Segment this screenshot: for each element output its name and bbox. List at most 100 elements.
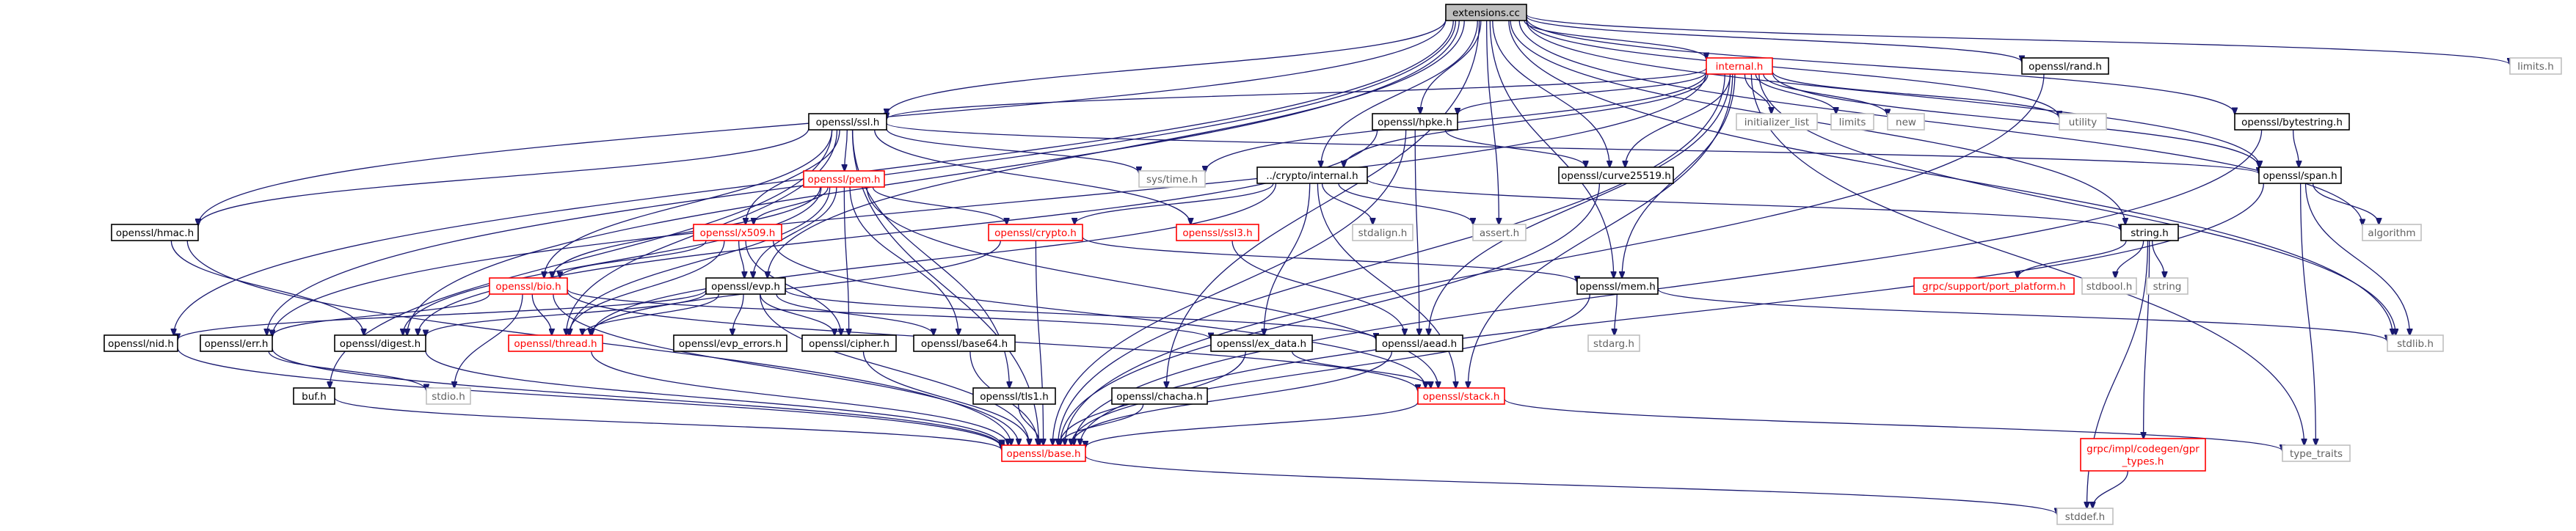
node-label: initializer_list: [1744, 117, 1809, 128]
edge-extensions_cc-to-openssl_digest_h: [407, 20, 1460, 335]
node-internal-h[interactable]: internal.h: [1706, 57, 1773, 75]
node-label: limits.h: [2517, 61, 2554, 73]
edge-internal_h-to-openssl_ssl_h: [887, 67, 1707, 120]
node-box: [200, 334, 273, 352]
edge-crypto_internal_h-to-openssl_stack_h: [1317, 183, 1455, 388]
node-buf-h[interactable]: buf.h: [293, 387, 335, 405]
node-openssl-x509-h[interactable]: openssl/x509.h: [693, 224, 782, 241]
node-box: [1830, 113, 1874, 131]
node-label: openssl/nid.h: [108, 338, 174, 350]
edge-openssl_ssl_h-to-openssl_base_h: [851, 129, 1038, 445]
node-openssl-digest-h[interactable]: openssl/digest.h: [334, 334, 426, 352]
node-openssl-pem-h[interactable]: openssl/pem.h: [803, 170, 885, 188]
edge-openssl_span_h-to-algorithm: [2312, 183, 2379, 224]
edge-openssl_rand_h-to-openssl_base_h: [1065, 73, 2045, 445]
node-openssl-hmac-h[interactable]: openssl/hmac.h: [111, 224, 199, 241]
node-openssl-ssl3-h[interactable]: openssl/ssl3.h: [1176, 224, 1259, 241]
edge-crypto_internal_h-to-stdalign_h: [1321, 183, 1373, 224]
node-openssl-span-h[interactable]: openssl/span.h: [2258, 166, 2342, 184]
edge-openssl_span_h-to-openssl_base_h: [1080, 183, 2264, 445]
node-box: [111, 224, 199, 241]
edge-openssl_hpke_h-to-openssl_base_h: [1052, 129, 1407, 445]
node-openssl-thread-h[interactable]: openssl/thread.h: [508, 334, 603, 352]
node-label: assert.h: [1480, 227, 1519, 239]
edge-openssl_bytestring_h-to-openssl_base_h: [1074, 129, 2263, 445]
node-openssl-aead-h[interactable]: openssl/aead.h: [1375, 334, 1463, 352]
edge-extensions_cc-to-utility: [1526, 20, 2059, 117]
node-box: [2234, 113, 2350, 131]
node-box: [808, 113, 887, 131]
node-openssl-hpke-h[interactable]: openssl/hpke.h: [1372, 113, 1458, 131]
edge-openssl_pem_h-to-openssl_thread_h: [570, 186, 831, 335]
node-openssl-chacha-h[interactable]: openssl/chacha.h: [1111, 387, 1208, 405]
edge-openssl_bio_h-to-openssl_base_h: [553, 293, 1019, 445]
node-stdio-h: stdio.h: [426, 387, 471, 405]
node-box: [293, 387, 335, 405]
node-openssl-cipher-h[interactable]: openssl/cipher.h: [801, 334, 897, 352]
node-openssl-err-h[interactable]: openssl/err.h: [200, 334, 273, 352]
edge-openssl_ssl_h-to-openssl_ssl3_h: [874, 129, 1191, 224]
edge-openssl_ssl_h-to-openssl_span_h: [886, 122, 2259, 174]
node-label: stdio.h: [432, 391, 465, 403]
node-openssl-crypto-h[interactable]: openssl/crypto.h: [988, 224, 1083, 241]
node-label: openssl/pem.h: [808, 174, 881, 186]
node-label: openssl/digest.h: [340, 338, 421, 350]
edge-openssl_span_h-to-type_traits: [2299, 183, 2316, 445]
edge-crypto_internal_h-to-string_h: [1367, 178, 2121, 230]
edge-openssl_span_h-to-stdlib_h: [2304, 183, 2410, 335]
node-label: stdarg.h: [1593, 338, 1634, 350]
node-openssl-evp-errors-h[interactable]: openssl/evp_errors.h: [673, 334, 787, 352]
node-grpc-gpr-types-h[interactable]: grpc/impl/codegen/gpr_types.h: [2080, 438, 2206, 472]
edge-openssl_mem_h-to-stdlib_h: [1657, 288, 2387, 341]
node-openssl-curve25519-h[interactable]: openssl/curve25519.h: [1558, 166, 1674, 184]
node-openssl-tls1-h[interactable]: openssl/tls1.h: [972, 387, 1056, 405]
node-stdalign-h: stdalign.h: [1352, 224, 1413, 241]
node-openssl-rand-h[interactable]: openssl/rand.h: [2021, 57, 2109, 75]
node-label: stddef.h: [2065, 511, 2105, 523]
edge-openssl_x509_h-to-openssl_thread_h: [569, 240, 725, 335]
node-openssl-mem-h[interactable]: openssl/mem.h: [1576, 277, 1659, 295]
node-grpc-port-platform-h[interactable]: grpc/support/port_platform.h: [1913, 277, 2075, 295]
node-openssl-ex-data-h[interactable]: openssl/ex_data.h: [1210, 334, 1313, 352]
node-label: openssl/err.h: [205, 338, 269, 350]
node-label: openssl/mem.h: [1579, 281, 1656, 293]
node-openssl-ssl-h[interactable]: openssl/ssl.h: [808, 113, 887, 131]
node-box: [426, 387, 471, 405]
edge-openssl_bio_h-to-openssl_err_h: [272, 293, 490, 336]
node-box: [673, 334, 787, 352]
node-openssl-stack-h[interactable]: openssl/stack.h: [1417, 387, 1505, 405]
edge-openssl_stack_h-to-type_traits: [1504, 398, 2282, 451]
node-label: openssl/crypto.h: [994, 227, 1077, 239]
node-label: openssl/base64.h: [921, 338, 1008, 350]
edge-openssl_pem_h-to-openssl_stack_h: [866, 186, 1438, 388]
node-openssl-bytestring-h[interactable]: openssl/bytestring.h: [2234, 113, 2350, 131]
node-box: [1445, 4, 1527, 21]
node-openssl-bio-h[interactable]: openssl/bio.h: [489, 277, 568, 295]
edge-string_h-to-grpc_gpr_types_h: [2144, 240, 2150, 439]
node-label: sys/time.h: [1146, 174, 1198, 186]
node-crypto-internal-h[interactable]: ../crypto/internal.h: [1256, 166, 1368, 184]
node-box: [2387, 334, 2444, 352]
node-assert-h: assert.h: [1472, 224, 1527, 241]
node-openssl-base64-h[interactable]: openssl/base64.h: [913, 334, 1016, 352]
node-openssl-nid-h[interactable]: openssl/nid.h: [103, 334, 178, 352]
node-label: type_traits: [2290, 448, 2343, 460]
node-limits-h: limits.h: [2509, 57, 2562, 75]
node-box: [2146, 277, 2188, 295]
node-label: stdlib.h: [2397, 338, 2434, 350]
node-box: [2059, 113, 2107, 131]
edge-openssl_chacha_h-to-openssl_base_h: [1060, 403, 1144, 445]
edge-string_h-to-stdbool_h: [2115, 240, 2144, 278]
node-box: [1558, 166, 1674, 184]
node-string-h[interactable]: string.h: [2120, 224, 2179, 241]
node-openssl-evp-h[interactable]: openssl/evp.h: [705, 277, 786, 295]
node-openssl-base-h[interactable]: openssl/base.h: [1001, 444, 1086, 462]
edge-internal_h-to-initializer_list: [1744, 73, 1771, 114]
edge-extensions_cc-to-string_h: [1510, 20, 2125, 224]
node-sys-time-h: sys/time.h: [1138, 170, 1206, 188]
node-label: ../crypto/internal.h: [1266, 170, 1358, 182]
edge-crypto_internal_h-to-openssl_crypto_h: [1074, 183, 1274, 224]
edge-openssl_base_h-to-stddef_h: [1085, 455, 2057, 514]
node-type-traits: type_traits: [2282, 444, 2351, 462]
node-box: [1138, 170, 1206, 188]
